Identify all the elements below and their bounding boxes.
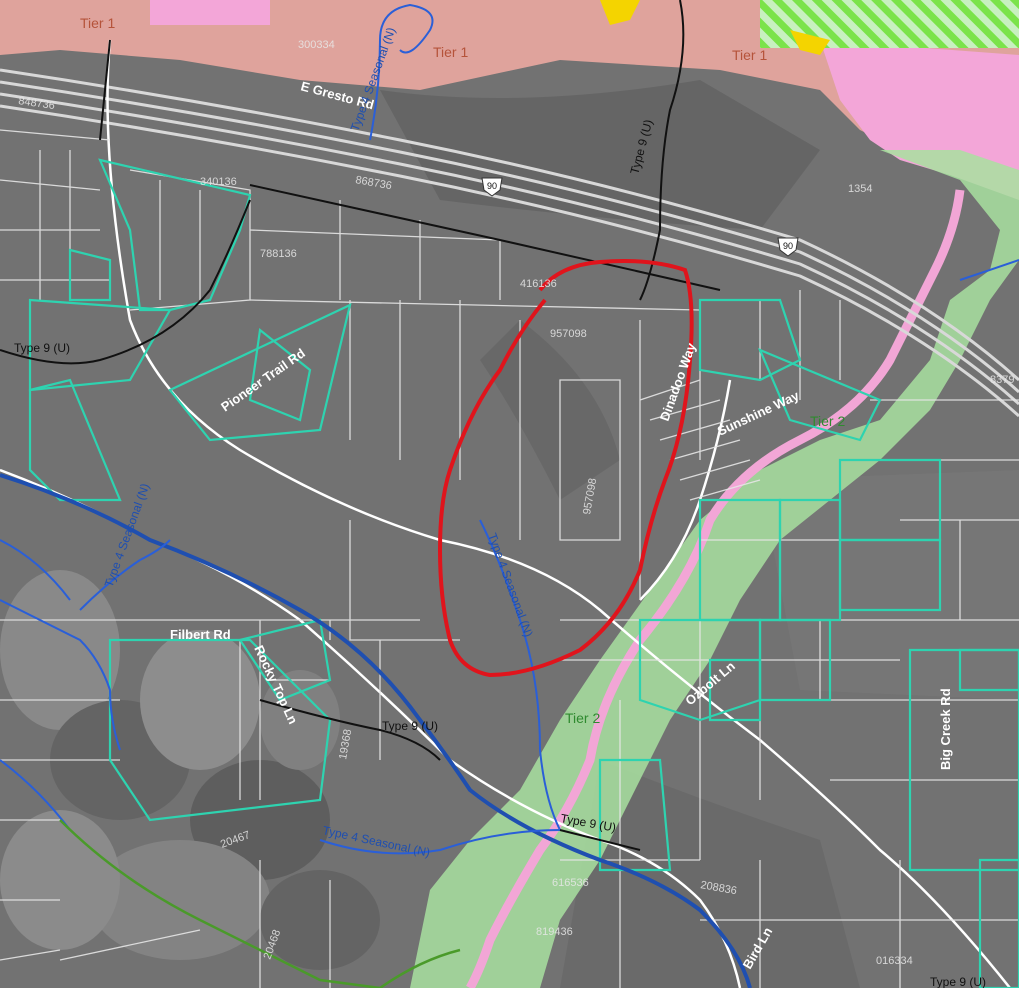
- streams: [0, 3, 1019, 855]
- study-area-boundary: [437, 259, 694, 678]
- parcel-number: 848736: [18, 95, 56, 112]
- river: [466, 189, 965, 988]
- parcel-number: 1354: [848, 183, 872, 195]
- parcel-number: 416136: [520, 278, 557, 290]
- road-name: Filbert Rd: [170, 627, 231, 642]
- parcel-number: 788136: [260, 248, 297, 260]
- parcel-number: 8379: [990, 374, 1014, 386]
- tier-label: Tier 1: [732, 47, 767, 63]
- trail: [59, 819, 461, 988]
- tier-label: Tier 2: [810, 413, 845, 429]
- type9-label: Type 9 (U): [14, 341, 70, 355]
- type9-label: Type 9 (U): [382, 719, 438, 733]
- highway-number-2: 90: [783, 241, 793, 251]
- tier-label: Tier 1: [80, 15, 115, 31]
- parcel-number: 300334: [298, 39, 335, 51]
- parcel-number: 957098: [550, 328, 587, 340]
- parcel-number: 016334: [876, 955, 913, 967]
- tier1-pink-zone: [150, 0, 270, 25]
- parcel-number: 19368: [337, 728, 354, 760]
- hill-texture: [0, 570, 380, 970]
- type9-label: Type 9 (U): [930, 975, 986, 988]
- yellow-feature: [600, 0, 640, 25]
- tier-label: Tier 1: [433, 44, 468, 60]
- parcel-number: 340136: [200, 176, 237, 188]
- highway-shield-2: 90: [777, 237, 799, 257]
- yellow-feature-2: [790, 30, 830, 55]
- highway-shield: 90: [481, 177, 503, 197]
- canal: [0, 473, 752, 988]
- highlighted-parcels: [28, 158, 1019, 988]
- highway-number: 90: [487, 181, 497, 191]
- interstate-90: [0, 68, 1019, 418]
- tier-label: Tier 2: [565, 710, 600, 726]
- parcel-number: 616536: [552, 877, 589, 889]
- tier2-zone: [410, 150, 1019, 988]
- road-name: Big Creek Rd: [938, 688, 953, 770]
- parcel-number: 819436: [536, 926, 573, 938]
- type9-lines: [0, 0, 721, 851]
